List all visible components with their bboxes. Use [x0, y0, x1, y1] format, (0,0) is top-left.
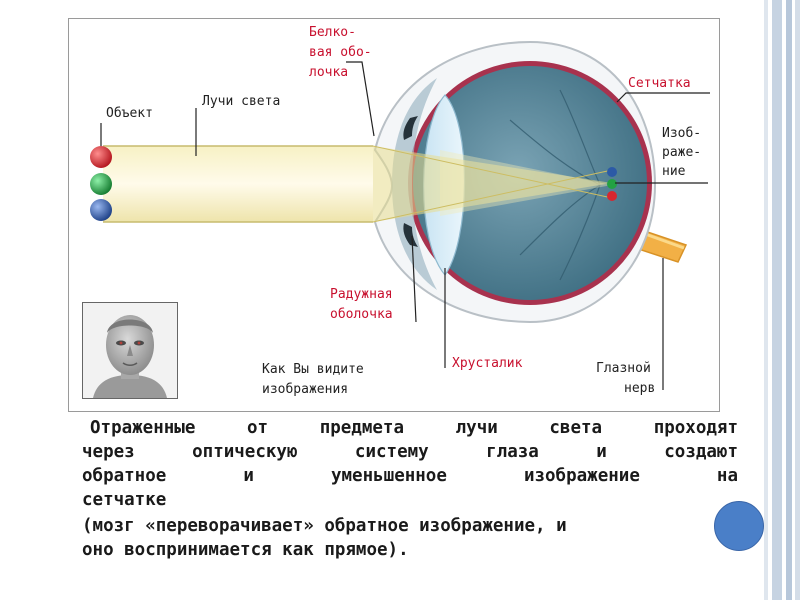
converging-rays: [372, 145, 613, 223]
label-image: Изоб- раже- ние: [662, 126, 702, 179]
pointer-retina: [616, 92, 710, 103]
caption-line: (мозг «переворачивает» обратное изображе…: [82, 516, 567, 536]
caption-line: обратное и уменьшенное изображение на: [82, 466, 738, 486]
label-optic-nerve: Глазной нерв: [596, 361, 656, 396]
caption-line: через оптическую систему глаза и создают: [82, 442, 738, 462]
light-beam: [103, 145, 373, 223]
label-retina: Сетчатка: [628, 76, 691, 91]
label-iris: Радужная оболочка: [330, 287, 393, 322]
image-ball-blue: [607, 167, 617, 177]
cornea: [392, 78, 437, 290]
image-ball-green: [607, 179, 617, 189]
image-ball-red: [607, 191, 617, 201]
decorative-blue-circle: [714, 501, 764, 551]
object-ball-blue: [90, 199, 112, 221]
object-ball-red: [90, 146, 112, 168]
slide-border-stripes: [764, 0, 800, 600]
label-lens: Хрусталик: [452, 356, 523, 371]
label-pointers: [100, 61, 710, 390]
face-portrait-icon: [82, 302, 178, 399]
label-how-you-see: Как Вы видите изображения: [262, 362, 364, 397]
iris-edge-bottom: [403, 223, 418, 247]
caption-line: оно воспринимается как прямое).: [82, 540, 409, 560]
iris-edge-top: [403, 116, 418, 140]
label-sclera: Белко- вая обо- лочка: [309, 25, 372, 80]
caption-text: Отраженные от предмета лучи света проход…: [82, 416, 738, 562]
pointer-iris: [411, 235, 417, 323]
label-object: Объект: [106, 106, 153, 121]
label-light-rays: Лучи света: [202, 94, 281, 109]
caption-line: сетчатке: [82, 490, 167, 510]
pointer-sclera: [346, 61, 375, 137]
caption-line: Отраженные от предмета лучи света проход…: [90, 418, 738, 438]
object-ball-green: [90, 173, 112, 195]
